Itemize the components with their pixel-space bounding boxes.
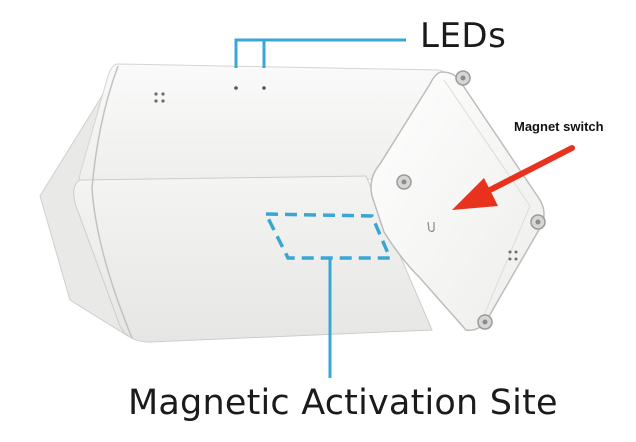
- screw-icon: [396, 174, 412, 190]
- screw-icon: [477, 314, 493, 330]
- screw-icon: [455, 70, 471, 86]
- magnet-switch-arrow-icon: [452, 145, 575, 210]
- body-seam: [91, 65, 133, 339]
- device-front-face: [73, 175, 433, 343]
- screw-icon: [530, 214, 546, 230]
- led-indicator: [234, 86, 238, 90]
- device-end-face: [370, 71, 545, 331]
- magnet-switch-icon: [427, 221, 435, 233]
- vent-holes-icon: [508, 250, 518, 261]
- led-indicator: [262, 86, 266, 90]
- activation-site-label: Magnetic Activation Site: [128, 383, 558, 423]
- activation-site-marker: [263, 212, 393, 260]
- leds-label: LEDs: [420, 16, 507, 56]
- leds-callout-line: [234, 38, 406, 68]
- vent-holes-icon: [154, 92, 165, 103]
- magnet-switch-label: Magnet switch: [514, 119, 604, 134]
